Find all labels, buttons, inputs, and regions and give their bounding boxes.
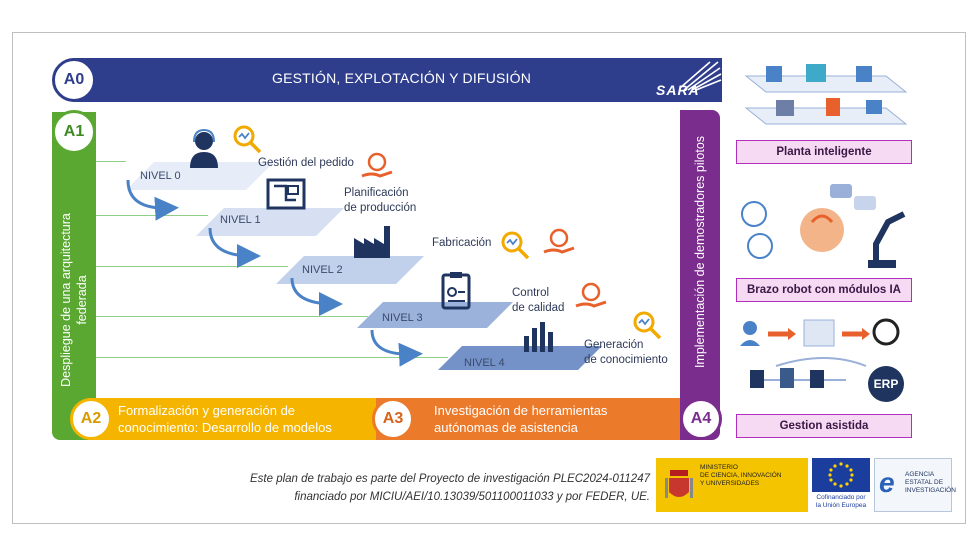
robot-arm-ai-illustration xyxy=(741,184,906,268)
level-label-3: NIVEL 3 xyxy=(382,312,423,324)
operator-headset-icon xyxy=(190,128,218,168)
ministerio-logo: MINISTERIO DE CIENCIA, INNOVACIÓN Y UNIV… xyxy=(656,458,808,512)
pilot-assisted-management: Gestion asistida xyxy=(736,414,912,438)
step-label-planning-line1: Planificación xyxy=(344,187,409,199)
a1-circle: A1 xyxy=(52,110,96,154)
agencia-text-2: ESTATAL DE xyxy=(905,479,944,486)
agencia-logo: e AGENCIA ESTATAL DE INVESTIGACIÓN xyxy=(874,458,956,512)
step-label-order: Gestión del pedido xyxy=(258,157,354,169)
a2-label-line1: Formalización y generación de xyxy=(118,403,296,418)
a3-label-line1: Investigación de herramientas xyxy=(434,403,608,418)
arrow-3 xyxy=(370,329,423,367)
funding-statement: Este plan de trabajo es parte del Proyec… xyxy=(170,470,650,506)
eu-flag-icon xyxy=(812,458,870,492)
pilot-smart-plant: Planta inteligente xyxy=(736,140,912,164)
level-line-4 xyxy=(96,357,448,358)
funding-line2: financiado por MICIU/AEI/10.13039/501100… xyxy=(294,491,650,503)
step-label-manufacturing: Fabricación xyxy=(432,237,492,249)
a2-bar xyxy=(88,398,376,440)
level-label-1: NIVEL 1 xyxy=(220,214,261,226)
level-line-3 xyxy=(96,316,368,317)
step-label-quality-line2: de calidad xyxy=(512,302,565,314)
step-label-knowledge-line2: de conocimiento xyxy=(584,354,668,366)
ai-hand-icon xyxy=(361,152,393,178)
a0-title: GESTIÓN, EXPLOTACIÓN Y DIFUSIÓN xyxy=(272,70,532,86)
a3-bar xyxy=(376,398,680,440)
a1-bar xyxy=(52,112,96,440)
step-label-knowledge-line1: Generación xyxy=(584,339,644,351)
ai-hand-icon-2 xyxy=(543,228,575,254)
step-label-quality-line1: Control xyxy=(512,287,550,299)
eu-logo: Cofinanciado por la Unión Europea xyxy=(812,458,870,512)
spain-coat-of-arms-icon xyxy=(665,470,693,498)
a2-label-line2: conocimiento: Desarrollo de modelos xyxy=(118,420,332,435)
ministerio-text-2: DE CIENCIA, INNOVACIÓN xyxy=(700,472,782,479)
smart-plant-illustration xyxy=(744,64,908,125)
a2-circle: A2 xyxy=(70,398,112,440)
arrow-1 xyxy=(208,227,261,268)
sara-logo: SARA xyxy=(656,82,700,98)
bar-chart-icon xyxy=(524,322,553,352)
eu-text-2: la Unión Europea xyxy=(815,502,867,509)
a3-circle: A3 xyxy=(372,398,414,440)
level-label-2: NIVEL 2 xyxy=(302,264,343,276)
step-label-planning-line2: de producción xyxy=(344,202,417,214)
agencia-text-1: AGENCIA xyxy=(905,471,935,478)
frame xyxy=(12,32,966,524)
magnifier-chart-icon xyxy=(233,125,262,154)
a3-label: Investigación de herramientas autónomas … xyxy=(434,402,607,436)
step-label-quality: Control de calidad xyxy=(512,286,564,316)
assisted-management-illustration xyxy=(740,318,900,388)
level-line-2 xyxy=(96,266,288,267)
ai-hand-icon-3 xyxy=(575,282,607,308)
factory-icon xyxy=(354,226,390,258)
level-line-1 xyxy=(96,215,208,216)
a0-bar xyxy=(54,58,722,102)
ministerio-text-1: MINISTERIO xyxy=(700,464,738,471)
erp-badge: ERP xyxy=(868,366,904,402)
funding-line1: Este plan de trabajo es parte del Proyec… xyxy=(250,473,650,485)
arrow-0 xyxy=(126,179,179,221)
a0-circle: A0 xyxy=(52,58,96,102)
step-label-knowledge: Generación de conocimiento xyxy=(584,338,668,368)
blueprint-icon xyxy=(266,178,306,210)
ministerio-text-3: Y UNIVERSIDADES xyxy=(700,480,760,487)
pilot-robot-arm: Brazo robot con módulos IA xyxy=(736,278,912,302)
a2-label: Formalización y generación de conocimien… xyxy=(118,402,332,436)
agencia-emblem-icon: e xyxy=(879,467,895,498)
arrow-2 xyxy=(290,277,343,316)
a4-bar xyxy=(680,110,720,440)
a4-circle: A4 xyxy=(680,398,722,440)
level-line-0 xyxy=(96,161,126,162)
magnifier-chart-icon-2 xyxy=(501,231,530,260)
level-label-0: NIVEL 0 xyxy=(140,170,181,182)
sara-logo-rays-icon xyxy=(679,61,722,91)
eu-text-1: Cofinanciado por xyxy=(816,494,866,501)
magnifier-chart-icon-3 xyxy=(633,311,662,340)
clipboard-icon xyxy=(441,272,471,310)
agencia-text-3: INVESTIGACIÓN xyxy=(905,487,956,494)
a3-label-line2: autónomas de asistencia xyxy=(434,420,578,435)
level-label-4: NIVEL 4 xyxy=(464,357,505,369)
step-label-planning: Planificación de producción xyxy=(344,186,416,216)
